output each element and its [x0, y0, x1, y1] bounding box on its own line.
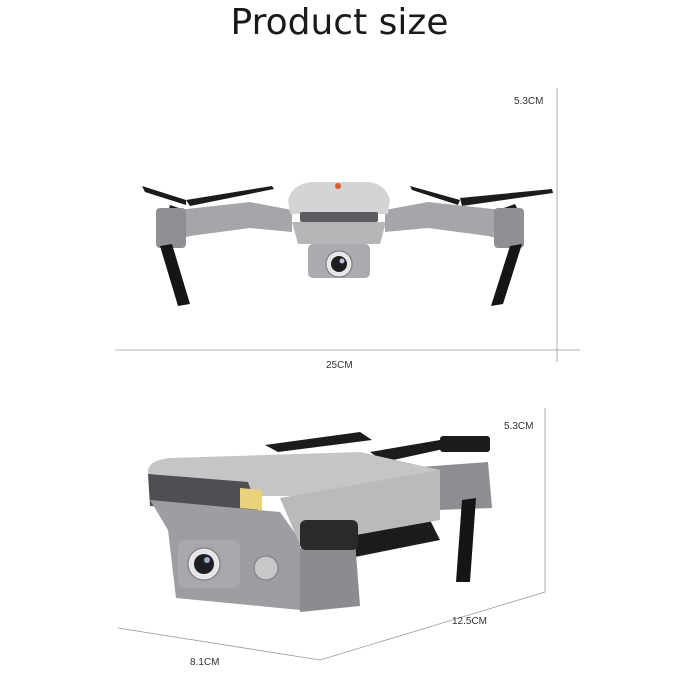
right-propeller-front	[460, 189, 553, 206]
drone-front-grille	[300, 212, 378, 222]
folded-propeller-2	[370, 440, 448, 462]
left-leg	[160, 244, 190, 306]
camera-lens-glint	[339, 258, 345, 264]
drone-body-top	[288, 182, 390, 214]
left-arm	[160, 202, 292, 244]
folded-dimension-lines	[117, 408, 546, 661]
folded-height-label: 5.3CM	[504, 421, 534, 432]
folded-grille	[148, 474, 258, 510]
folded-motor	[300, 520, 358, 550]
folded-length-line	[319, 591, 546, 661]
folded-secondary-lens	[253, 555, 279, 581]
folded-light	[240, 488, 262, 510]
left-propeller-rear	[142, 186, 186, 205]
drone-front-view	[142, 182, 553, 306]
front-width-label: 25CM	[326, 360, 353, 371]
front-dimension-lines	[115, 88, 580, 362]
folded-width-line	[117, 627, 321, 661]
folded-camera-lens	[194, 554, 214, 574]
folded-width-label: 8.1CM	[190, 657, 220, 668]
left-propeller-front	[186, 186, 274, 206]
left-motor	[156, 208, 186, 248]
logo-mark	[335, 183, 341, 189]
folded-rear-leg	[456, 498, 476, 582]
front-height-label: 5.3CM	[514, 96, 544, 107]
right-arm	[385, 202, 520, 244]
page-title: Product size	[230, 2, 449, 43]
drone-folded-view	[148, 432, 492, 612]
folded-propeller-hub	[440, 436, 490, 452]
folded-propeller-1	[265, 432, 372, 452]
right-motor	[494, 208, 524, 248]
drone-body-lower	[292, 222, 386, 244]
folded-camera-glint	[204, 557, 210, 563]
camera-lens	[331, 256, 347, 272]
right-propeller-rear	[410, 186, 460, 205]
folded-length-label: 12.5CM	[452, 616, 488, 627]
right-leg	[491, 244, 522, 306]
folded-front-arm	[300, 540, 360, 612]
